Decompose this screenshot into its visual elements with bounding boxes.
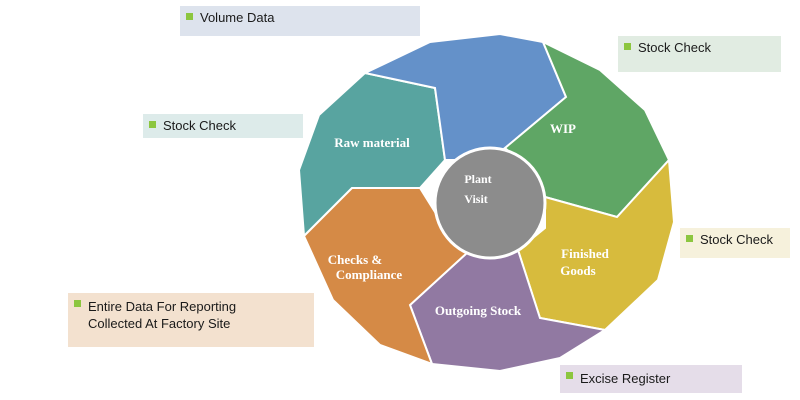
bullet-icon: [186, 13, 193, 20]
segment-raw-material-label: Raw material: [334, 135, 410, 150]
segment-outgoing-stock-label: Outgoing Stock: [435, 303, 522, 318]
callout-stock-check-raw: Stock Check: [143, 114, 303, 138]
bullet-icon: [566, 372, 573, 379]
segment-finished-goods: Finished Goods: [516, 157, 676, 332]
callout-stock-raw-text: Stock Check: [163, 118, 236, 133]
callout-entire-data-line-1: Entire Data For Reporting: [88, 299, 237, 314]
segment-finished-goods-label-1: Finished: [561, 246, 609, 261]
segment-checks-label-1: Checks &: [328, 252, 383, 267]
bullet-icon: [624, 43, 631, 50]
callout-stock-check-wip: Stock Check: [618, 36, 781, 72]
callout-volume-data: Volume Data: [180, 6, 420, 36]
segment-finished-goods-label-2: Goods: [560, 263, 595, 278]
center-label-1: Plant: [464, 172, 491, 186]
callout-stock-finished-text: Stock Check: [700, 232, 773, 247]
bullet-icon: [149, 121, 156, 128]
bullet-icon: [686, 235, 693, 242]
segment-checks-compliance: Checks & Compliance: [302, 187, 470, 366]
segment-wip-label: WIP: [550, 121, 576, 136]
center-label-2: Visit: [464, 192, 488, 206]
callout-stock-check-finished: Stock Check: [680, 228, 790, 258]
segment-checks-label-2: Compliance: [336, 267, 403, 282]
center-circle: [433, 146, 547, 260]
center-plant-visit: Plant Visit: [433, 146, 547, 260]
callout-stock-wip-text: Stock Check: [638, 40, 711, 55]
callout-volume-text: Volume Data: [200, 10, 275, 25]
callout-entire-data: Entire Data For Reporting Collected At F…: [68, 293, 314, 347]
bullet-icon: [74, 300, 81, 307]
callout-entire-data-line-2: Collected At Factory Site: [88, 316, 231, 331]
segment-checks-compliance-shape: [302, 187, 470, 366]
callout-excise-register: Excise Register: [560, 365, 742, 393]
callout-excise-text: Excise Register: [580, 371, 671, 386]
